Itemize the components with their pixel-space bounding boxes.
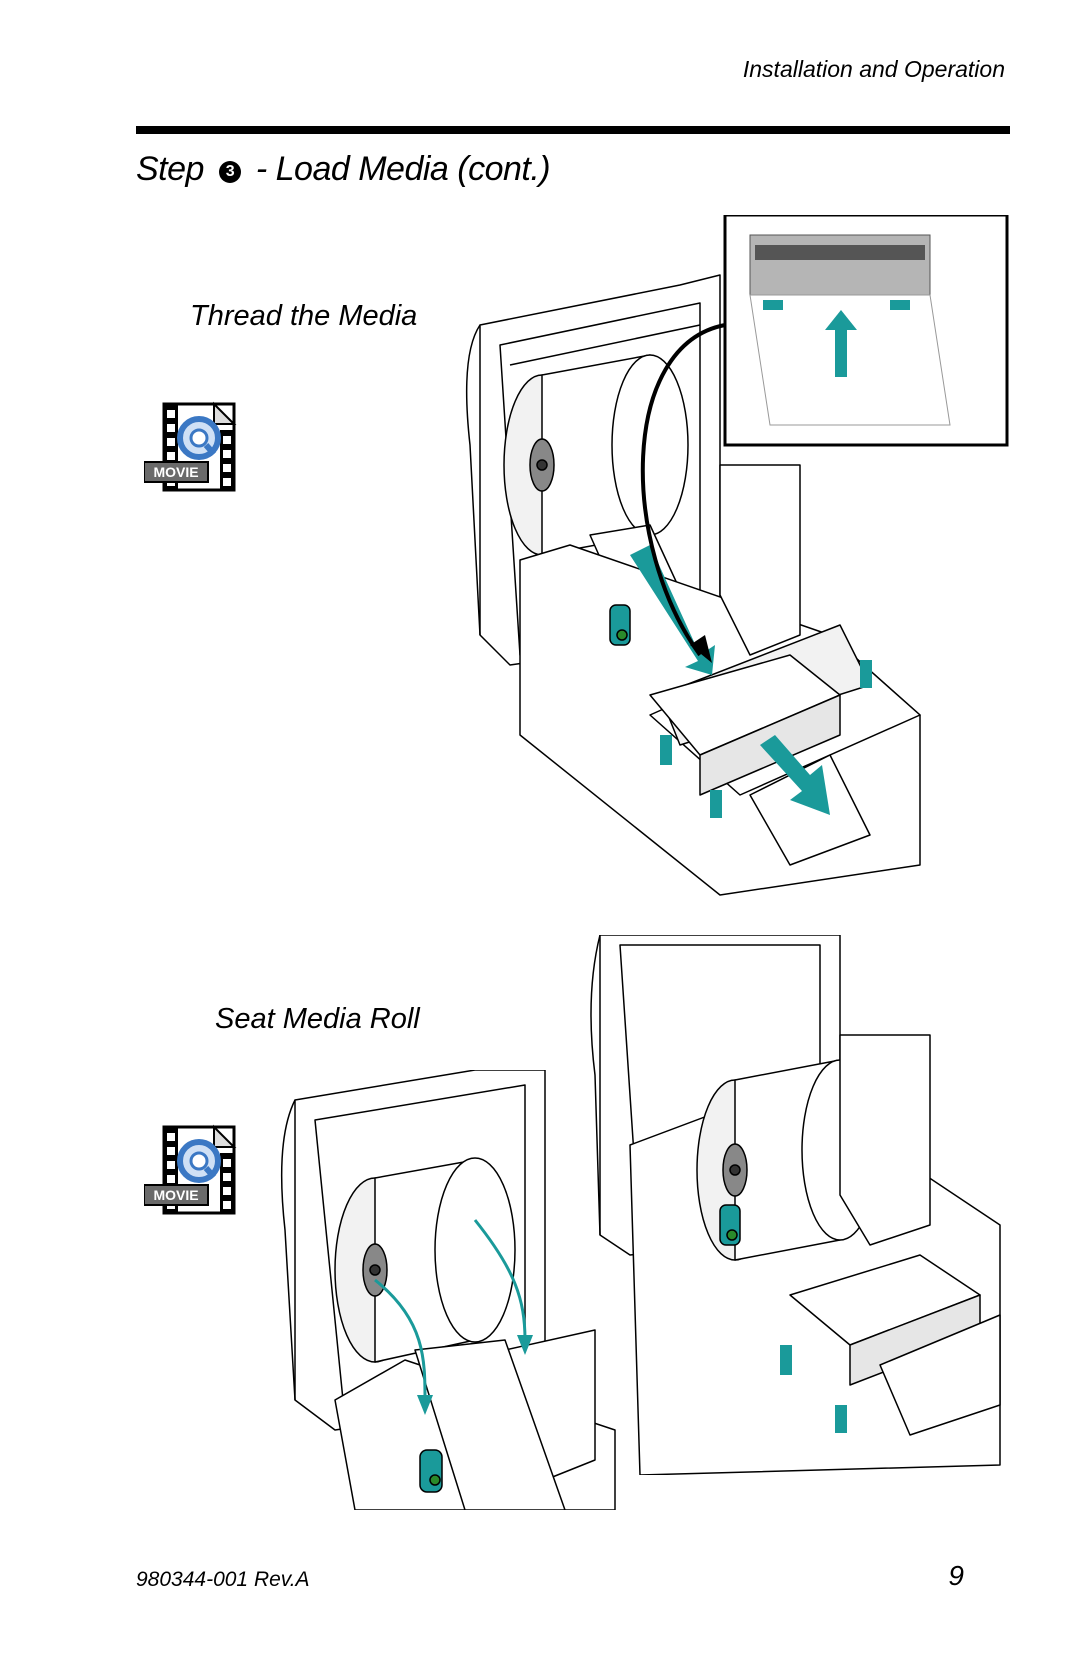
thread-media-heading: Thread the Media xyxy=(190,300,418,332)
header-rule xyxy=(136,126,1010,134)
movie-label: MOVIE xyxy=(153,464,198,480)
thread-movie-link[interactable]: MOVIE xyxy=(143,400,238,494)
step-number-badge: 3 xyxy=(218,161,241,183)
thread-media-illustration xyxy=(465,215,1009,896)
page-number: 9 xyxy=(948,1560,964,1591)
seat-media-illustration-left xyxy=(280,1070,616,1510)
movie-label: MOVIE xyxy=(153,1187,198,1203)
movie-icon: MOVIE xyxy=(143,401,237,492)
step-title: Step 3 - Load Media (cont.) xyxy=(136,150,551,189)
seat-movie-link[interactable]: MOVIE xyxy=(143,1123,238,1217)
movie-icon: MOVIE xyxy=(143,1124,237,1215)
step-prefix: Step xyxy=(136,150,204,188)
page-header: Installation and Operation xyxy=(742,56,1005,82)
step-title-text: - Load Media (cont.) xyxy=(255,150,551,188)
seat-media-heading: Seat Media Roll xyxy=(215,1003,420,1035)
seat-media-illustration-right xyxy=(590,935,1001,1475)
document-id: 980344-001 Rev.A xyxy=(136,1568,310,1591)
